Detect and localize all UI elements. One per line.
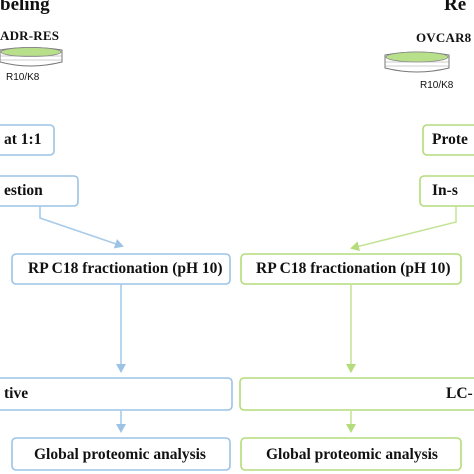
right-step-text-2: In-s (432, 182, 458, 199)
left-step-box-1 (0, 124, 55, 156)
right-step-text-5: Global proteomic analysis (266, 446, 438, 463)
left-culture-dish (0, 47, 63, 67)
right-step-text-3: RP C18 fractionation (pH 10) (256, 260, 451, 277)
right-arrow-to-fractionation (350, 206, 457, 252)
right-step-text-4: LC- (446, 385, 473, 402)
left-dish-sublabel: R10/K8 (6, 72, 40, 83)
right-culture-dish (384, 51, 450, 73)
right-step-box-2 (419, 175, 474, 207)
left-title: beling (0, 0, 50, 15)
left-step-text-5: Global proteomic analysis (34, 446, 206, 463)
left-step-text-4: tive (4, 385, 29, 402)
right-step-box-5 (240, 437, 462, 471)
left-step-box-5 (11, 437, 231, 471)
right-dish-sublabel: R10/K8 (420, 80, 454, 91)
right-step-box-4 (239, 377, 474, 411)
right-dish-label: OVCAR8 (416, 30, 472, 45)
right-title: Re (444, 0, 467, 15)
left-dish-label: ADR-RES (0, 28, 60, 43)
left-step-box-2 (0, 175, 79, 207)
left-step-box-4 (0, 377, 233, 411)
left-step-text-1: at 1:1 (4, 131, 42, 148)
left-step-text-3: RP C18 fractionation (pH 10) (28, 260, 223, 277)
left-arrow-to-fractionation (39, 206, 124, 249)
right-step-text-1: Prote (432, 131, 468, 148)
right-step-box-1 (422, 124, 474, 156)
left-step-text-2: estion (4, 182, 43, 199)
